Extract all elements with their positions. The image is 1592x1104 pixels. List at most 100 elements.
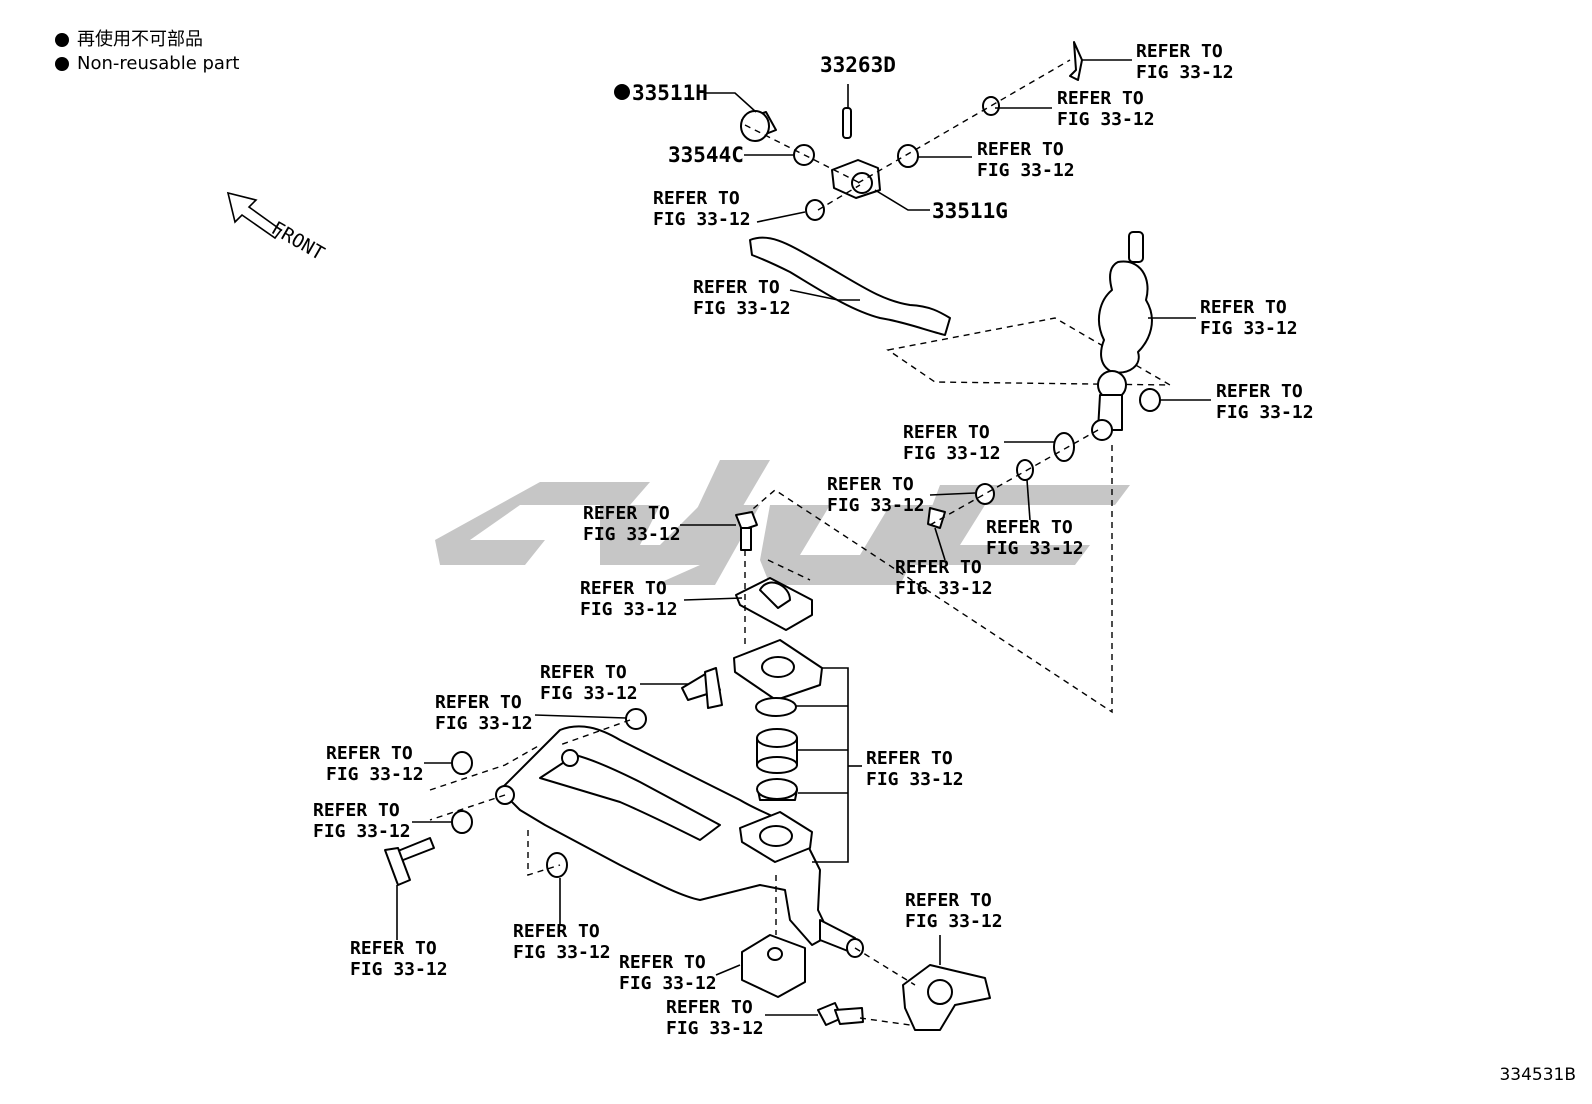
rear-mount <box>902 964 991 1031</box>
pin-33263d <box>842 107 852 139</box>
svg-text:FIG 33-12: FIG 33-12 <box>435 713 533 734</box>
svg-text:REFER TO: REFER TO <box>866 748 953 769</box>
bushing-lower-a <box>625 708 647 730</box>
bolt-lower-left <box>384 837 435 886</box>
clip-upper <box>1069 41 1083 81</box>
o-ring-lever <box>1053 432 1075 462</box>
washer-mid-right <box>1016 459 1034 481</box>
bracket-mount-hole <box>759 825 793 847</box>
svg-text:FIG 33-12: FIG 33-12 <box>827 495 925 516</box>
legend-row-ja: 再使用不可部品 <box>55 28 239 52</box>
svg-text:REFER TO: REFER TO <box>977 139 1064 160</box>
legend-text-en: Non-reusable part <box>77 53 240 74</box>
part-number-33511h: 33511H <box>632 81 708 105</box>
bracket-hole-upper <box>561 749 579 767</box>
svg-text:FIG 33-12: FIG 33-12 <box>1057 109 1155 130</box>
bushing-lower-d <box>546 852 568 878</box>
svg-text:FIG 33-12: FIG 33-12 <box>1216 402 1314 423</box>
bullet-dot-icon <box>55 33 69 47</box>
cap-housing <box>756 728 798 774</box>
svg-text:REFER TO: REFER TO <box>583 503 670 524</box>
svg-text:REFER TO: REFER TO <box>693 277 780 298</box>
part-number-33511g: 33511G <box>932 199 1008 223</box>
bullet-dot-icon <box>55 57 69 71</box>
svg-text:REFER TO: REFER TO <box>1216 381 1303 402</box>
retainer-bracket <box>735 577 813 631</box>
svg-text:FIG 33-12: FIG 33-12 <box>666 1018 764 1039</box>
svg-text:REFER TO: REFER TO <box>1057 88 1144 109</box>
bolt-bottom <box>817 1002 864 1026</box>
bushing-upper-left <box>805 199 825 221</box>
shift-lever <box>1091 231 1153 441</box>
svg-text:FIG 33-12: FIG 33-12 <box>350 959 448 980</box>
svg-text:REFER TO: REFER TO <box>326 743 413 764</box>
svg-text:REFER TO: REFER TO <box>435 692 522 713</box>
part-number-33263d: 33263D <box>820 53 896 77</box>
svg-text:REFER TO: REFER TO <box>513 921 600 942</box>
plug-housing <box>756 778 798 801</box>
svg-text:FIG 33-12: FIG 33-12 <box>513 942 611 963</box>
svg-text:REFER TO: REFER TO <box>653 188 740 209</box>
mount-insulator <box>741 934 806 998</box>
front-label: FRONT <box>268 217 329 265</box>
o-ring-housing <box>755 697 797 717</box>
svg-text:REFER TO: REFER TO <box>1200 297 1287 318</box>
part-number-33544c: 33544C <box>668 143 744 167</box>
svg-text:FIG 33-12: FIG 33-12 <box>313 821 411 842</box>
non-reusable-mark-icon <box>614 84 630 100</box>
svg-text:REFER TO: REFER TO <box>540 662 627 683</box>
washer-upper <box>982 96 1000 116</box>
svg-text:FIG 33-12: FIG 33-12 <box>977 160 1075 181</box>
legend: 再使用不可部品 Non-reusable part <box>55 28 239 76</box>
svg-text:FIG 33-12: FIG 33-12 <box>653 209 751 230</box>
svg-text:FIG 33-12: FIG 33-12 <box>895 578 993 599</box>
figure-number: 334531B <box>1499 1065 1576 1085</box>
svg-text:FIG 33-12: FIG 33-12 <box>1136 62 1234 83</box>
svg-text:REFER TO: REFER TO <box>1136 41 1223 62</box>
lever-head-33511g <box>831 159 881 199</box>
svg-text:FIG 33-12: FIG 33-12 <box>903 443 1001 464</box>
legend-row-en: Non-reusable part <box>55 52 239 76</box>
svg-text:REFER TO: REFER TO <box>580 578 667 599</box>
svg-text:FIG 33-12: FIG 33-12 <box>986 538 1084 559</box>
svg-text:FIG 33-12: FIG 33-12 <box>580 599 678 620</box>
svg-text:FIG 33-12: FIG 33-12 <box>866 769 964 790</box>
svg-text:REFER TO: REFER TO <box>895 557 982 578</box>
bracket-inner <box>539 754 721 841</box>
bushing-lever-right <box>1139 388 1161 412</box>
svg-text:FIG 33-12: FIG 33-12 <box>1200 318 1298 339</box>
svg-text:REFER TO: REFER TO <box>903 422 990 443</box>
bolt-mid <box>735 511 758 551</box>
gasket-hole <box>761 656 795 678</box>
shift-rod <box>749 236 951 336</box>
svg-text:FIG 33-12: FIG 33-12 <box>693 298 791 319</box>
svg-text:FIG 33-12: FIG 33-12 <box>905 911 1003 932</box>
svg-text:REFER TO: REFER TO <box>827 474 914 495</box>
svg-text:FIG 33-12: FIG 33-12 <box>326 764 424 785</box>
leader-lines <box>396 59 1211 1016</box>
svg-text:REFER TO: REFER TO <box>619 952 706 973</box>
washer-mid-left <box>975 483 995 505</box>
svg-text:REFER TO: REFER TO <box>905 890 992 911</box>
